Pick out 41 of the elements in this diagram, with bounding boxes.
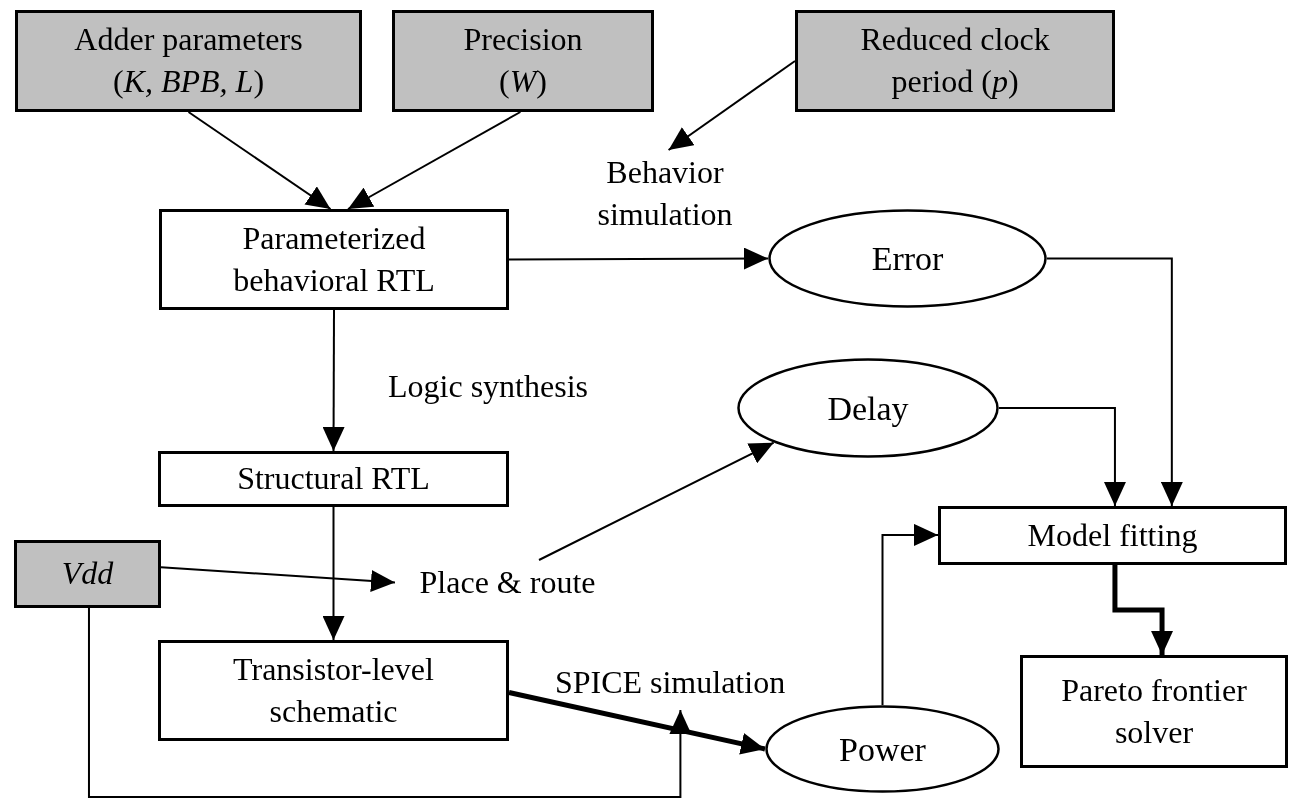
arrow	[508, 247, 769, 270]
node-text: Delay	[827, 388, 909, 429]
arrow	[667, 60, 796, 151]
node-text: Precision (W)	[462, 20, 584, 101]
result-ellipse	[765, 705, 1000, 793]
process-box	[938, 506, 1287, 565]
node-text: Transistor-level schematic	[232, 649, 435, 731]
node-text: Parameterized behavioral RTL	[232, 218, 436, 300]
node-text: Place & route	[419, 562, 596, 602]
process-box	[159, 209, 509, 310]
node-text: Error	[871, 239, 944, 279]
arrow	[347, 111, 522, 210]
arrow	[881, 523, 939, 706]
input-box	[15, 10, 362, 112]
result-ellipse	[737, 358, 999, 458]
arrow	[322, 506, 345, 641]
arrow	[87, 607, 692, 798]
node-text: Vdd	[61, 554, 114, 594]
node-text: Reduced clock period (p)	[859, 20, 1051, 101]
node-text: Behavior simulation	[596, 153, 734, 234]
process-box	[1020, 655, 1288, 768]
node-text: Adder parameters (K, BPB, L)	[73, 20, 304, 101]
arrow	[187, 111, 332, 210]
arrow	[538, 441, 775, 561]
arrow	[508, 690, 766, 755]
arrow	[998, 407, 1126, 507]
arrow	[1046, 257, 1183, 507]
node-text: SPICE simulation	[554, 662, 786, 702]
input-box	[14, 540, 161, 608]
result-ellipse	[768, 209, 1047, 308]
process-box	[158, 451, 509, 507]
node-text: Model fitting	[1027, 515, 1198, 555]
process-box	[158, 640, 509, 741]
input-box	[795, 10, 1115, 112]
arrow	[1112, 565, 1174, 655]
input-box	[392, 10, 654, 112]
arrow	[322, 309, 345, 452]
node-text: Pareto frontier solver	[1060, 670, 1248, 752]
node-text: Power	[839, 729, 926, 770]
arrow	[160, 566, 396, 592]
node-text: Structural RTL	[237, 459, 430, 499]
